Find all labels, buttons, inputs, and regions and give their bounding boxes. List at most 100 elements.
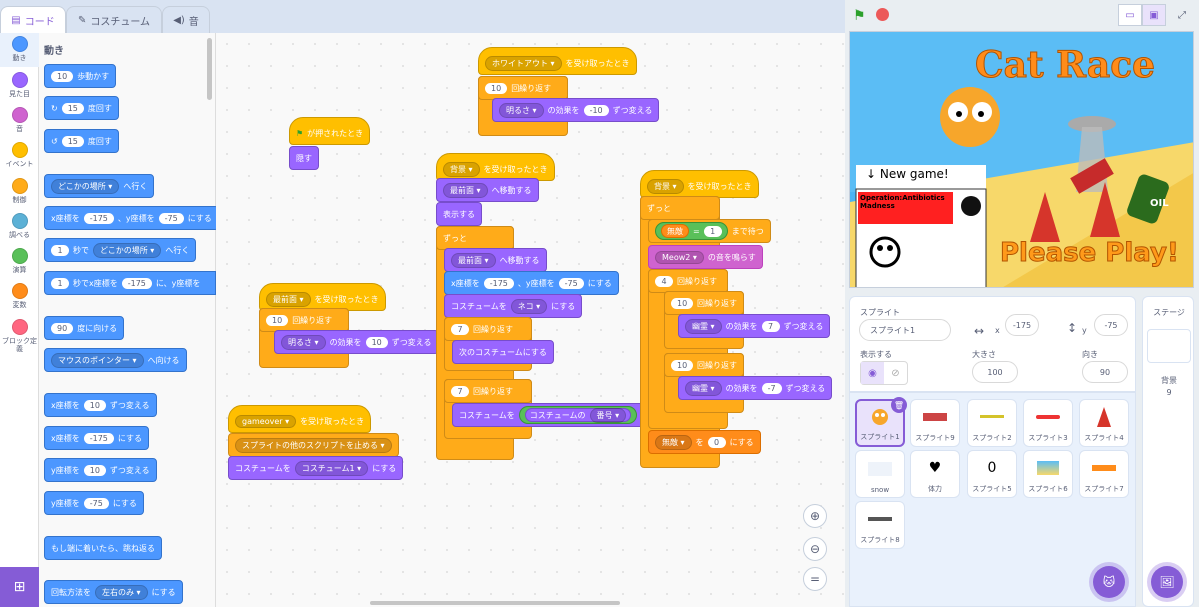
category-variables[interactable]: 変数 [0,280,39,314]
block-set-variable[interactable]: 無敵を0にする [648,430,761,454]
block-input[interactable]: -175 [483,277,514,289]
block-input[interactable]: 0 [707,436,726,448]
block-hide[interactable]: 隠す [289,146,319,170]
block-dropdown[interactable]: どこかの場所 [93,242,162,258]
block-dropdown[interactable]: マウスのポインター [51,352,144,368]
category-motion[interactable]: 動き [0,33,39,67]
forever-block-header[interactable]: ずっと [640,196,720,220]
block-dropdown[interactable]: 最前面 [443,182,488,198]
sprite-y-input[interactable]: -75 [1094,314,1128,336]
block-dropdown[interactable]: 明るさ [499,102,544,118]
block-change-effect[interactable]: 明るさの効果を10ずつ変える [274,330,439,354]
block-input[interactable]: -75 [83,497,109,509]
block-input[interactable]: 15 [61,135,84,147]
block-dropdown[interactable]: 無敵 [655,434,692,450]
block-next-costume[interactable]: 次のコスチュームにする [452,340,554,364]
block-input[interactable]: 4 [655,275,673,287]
category-control[interactable]: 制御 [0,175,39,209]
operator-reporter[interactable]: コスチュームの番号 [518,406,638,424]
small-stage-button[interactable]: ▭ [1118,4,1142,26]
block-dropdown[interactable]: スプライトの他のスクリプトを止める [235,437,392,453]
block-input[interactable]: 10 [266,314,289,326]
script-hat-broadcast[interactable]: ホワイトアウトを受け取ったとき [478,47,637,75]
block-input[interactable]: 7 [451,385,469,397]
block-dropdown[interactable]: ホワイトアウト [485,55,562,71]
block-dropdown[interactable]: 明るさ [281,334,326,350]
block-input[interactable]: 1 [51,244,69,256]
block-dropdown[interactable]: 幽霊 [685,380,722,396]
hide-button[interactable]: ⊘ [884,362,907,384]
block-input[interactable]: -75 [558,277,584,289]
block-input[interactable]: 1 [703,225,722,237]
block-show[interactable]: 表示する [436,202,482,226]
zoom-in-button[interactable]: ⊕ [803,504,827,528]
tab-sound[interactable]: ◀)音 [162,6,210,33]
sprite-tile[interactable]: スプライト6 [1023,450,1073,498]
block-switch-costume[interactable]: コスチュームをコスチューム1にする [228,456,404,480]
sprite-tile[interactable]: スプライト1 🗑 [855,397,907,447]
block-dropdown[interactable]: 最前面 [266,291,311,307]
block-dropdown[interactable]: 幽霊 [685,318,722,334]
block-input[interactable]: 10 [485,82,508,94]
equals-operator[interactable]: 無敵=1 [655,222,728,240]
category-my-blocks[interactable]: ブロック定義 [0,316,39,356]
block-dropdown[interactable]: どこかの場所 [51,178,120,194]
sprite-tile[interactable]: snow [855,450,905,498]
category-events[interactable]: イベント [0,139,39,173]
sprite-tile[interactable]: スプライト4 [1079,399,1129,447]
block-input[interactable]: 10 [365,336,388,348]
block-play-sound[interactable]: Meow2の音を鳴らす [648,245,763,269]
block-dropdown[interactable]: 左右のみ [95,584,148,600]
script-hat-broadcast[interactable]: 最前面を受け取ったとき [259,283,386,311]
block-go-front[interactable]: 最前面へ移動する [436,178,539,202]
sprite-tile[interactable]: スプライト2 [967,399,1017,447]
workspace-scrollbar[interactable] [370,601,620,605]
block-change-effect[interactable]: 幽霊の効果を7ずつ変える [678,314,831,338]
block-dropdown[interactable]: 背景 [443,161,480,177]
block-input[interactable]: 7 [761,320,780,332]
block-input[interactable]: -10 [583,104,609,116]
block-switch-costume[interactable]: コスチュームをネコにする [444,294,583,318]
block-dropdown[interactable]: Meow2 [655,250,704,264]
block-bounce[interactable]: もし端に着いたら、跳ね返る [44,536,162,560]
sprite-name-input[interactable]: スプライト1 [859,319,951,341]
sprite-tile[interactable]: スプライト8 [855,501,905,549]
block-dropdown[interactable]: 最前面 [451,252,496,268]
sprite-tile[interactable]: スプライト3 [1023,399,1073,447]
add-backdrop-button[interactable]: 🖼 [1151,566,1183,598]
block-dropdown[interactable]: コスチューム1 [294,460,369,476]
block-input[interactable]: -175 [83,432,114,444]
script-hat-broadcast[interactable]: gameoverを受け取ったとき [228,405,372,433]
tab-costume[interactable]: ✎コスチューム [66,6,162,33]
normal-stage-button[interactable]: ▣ [1142,4,1166,26]
sprite-x-input[interactable]: -175 [1005,314,1039,336]
block-switch-costume[interactable]: コスチュームをコスチュームの番号 [452,403,645,427]
fullscreen-button[interactable]: ⤢ [1170,4,1194,26]
block-dropdown[interactable]: 番号 [589,407,627,423]
block-input[interactable]: -175 [121,277,152,289]
add-extension-button[interactable]: ⊞ [0,567,39,607]
category-sound[interactable]: 音 [0,104,39,138]
block-dropdown[interactable]: gameover [235,414,297,428]
block-input[interactable]: 10 [83,464,106,476]
block-stop-others[interactable]: スプライトの他のスクリプトを止める [228,433,399,457]
zoom-out-button[interactable]: ⊖ [803,537,827,561]
